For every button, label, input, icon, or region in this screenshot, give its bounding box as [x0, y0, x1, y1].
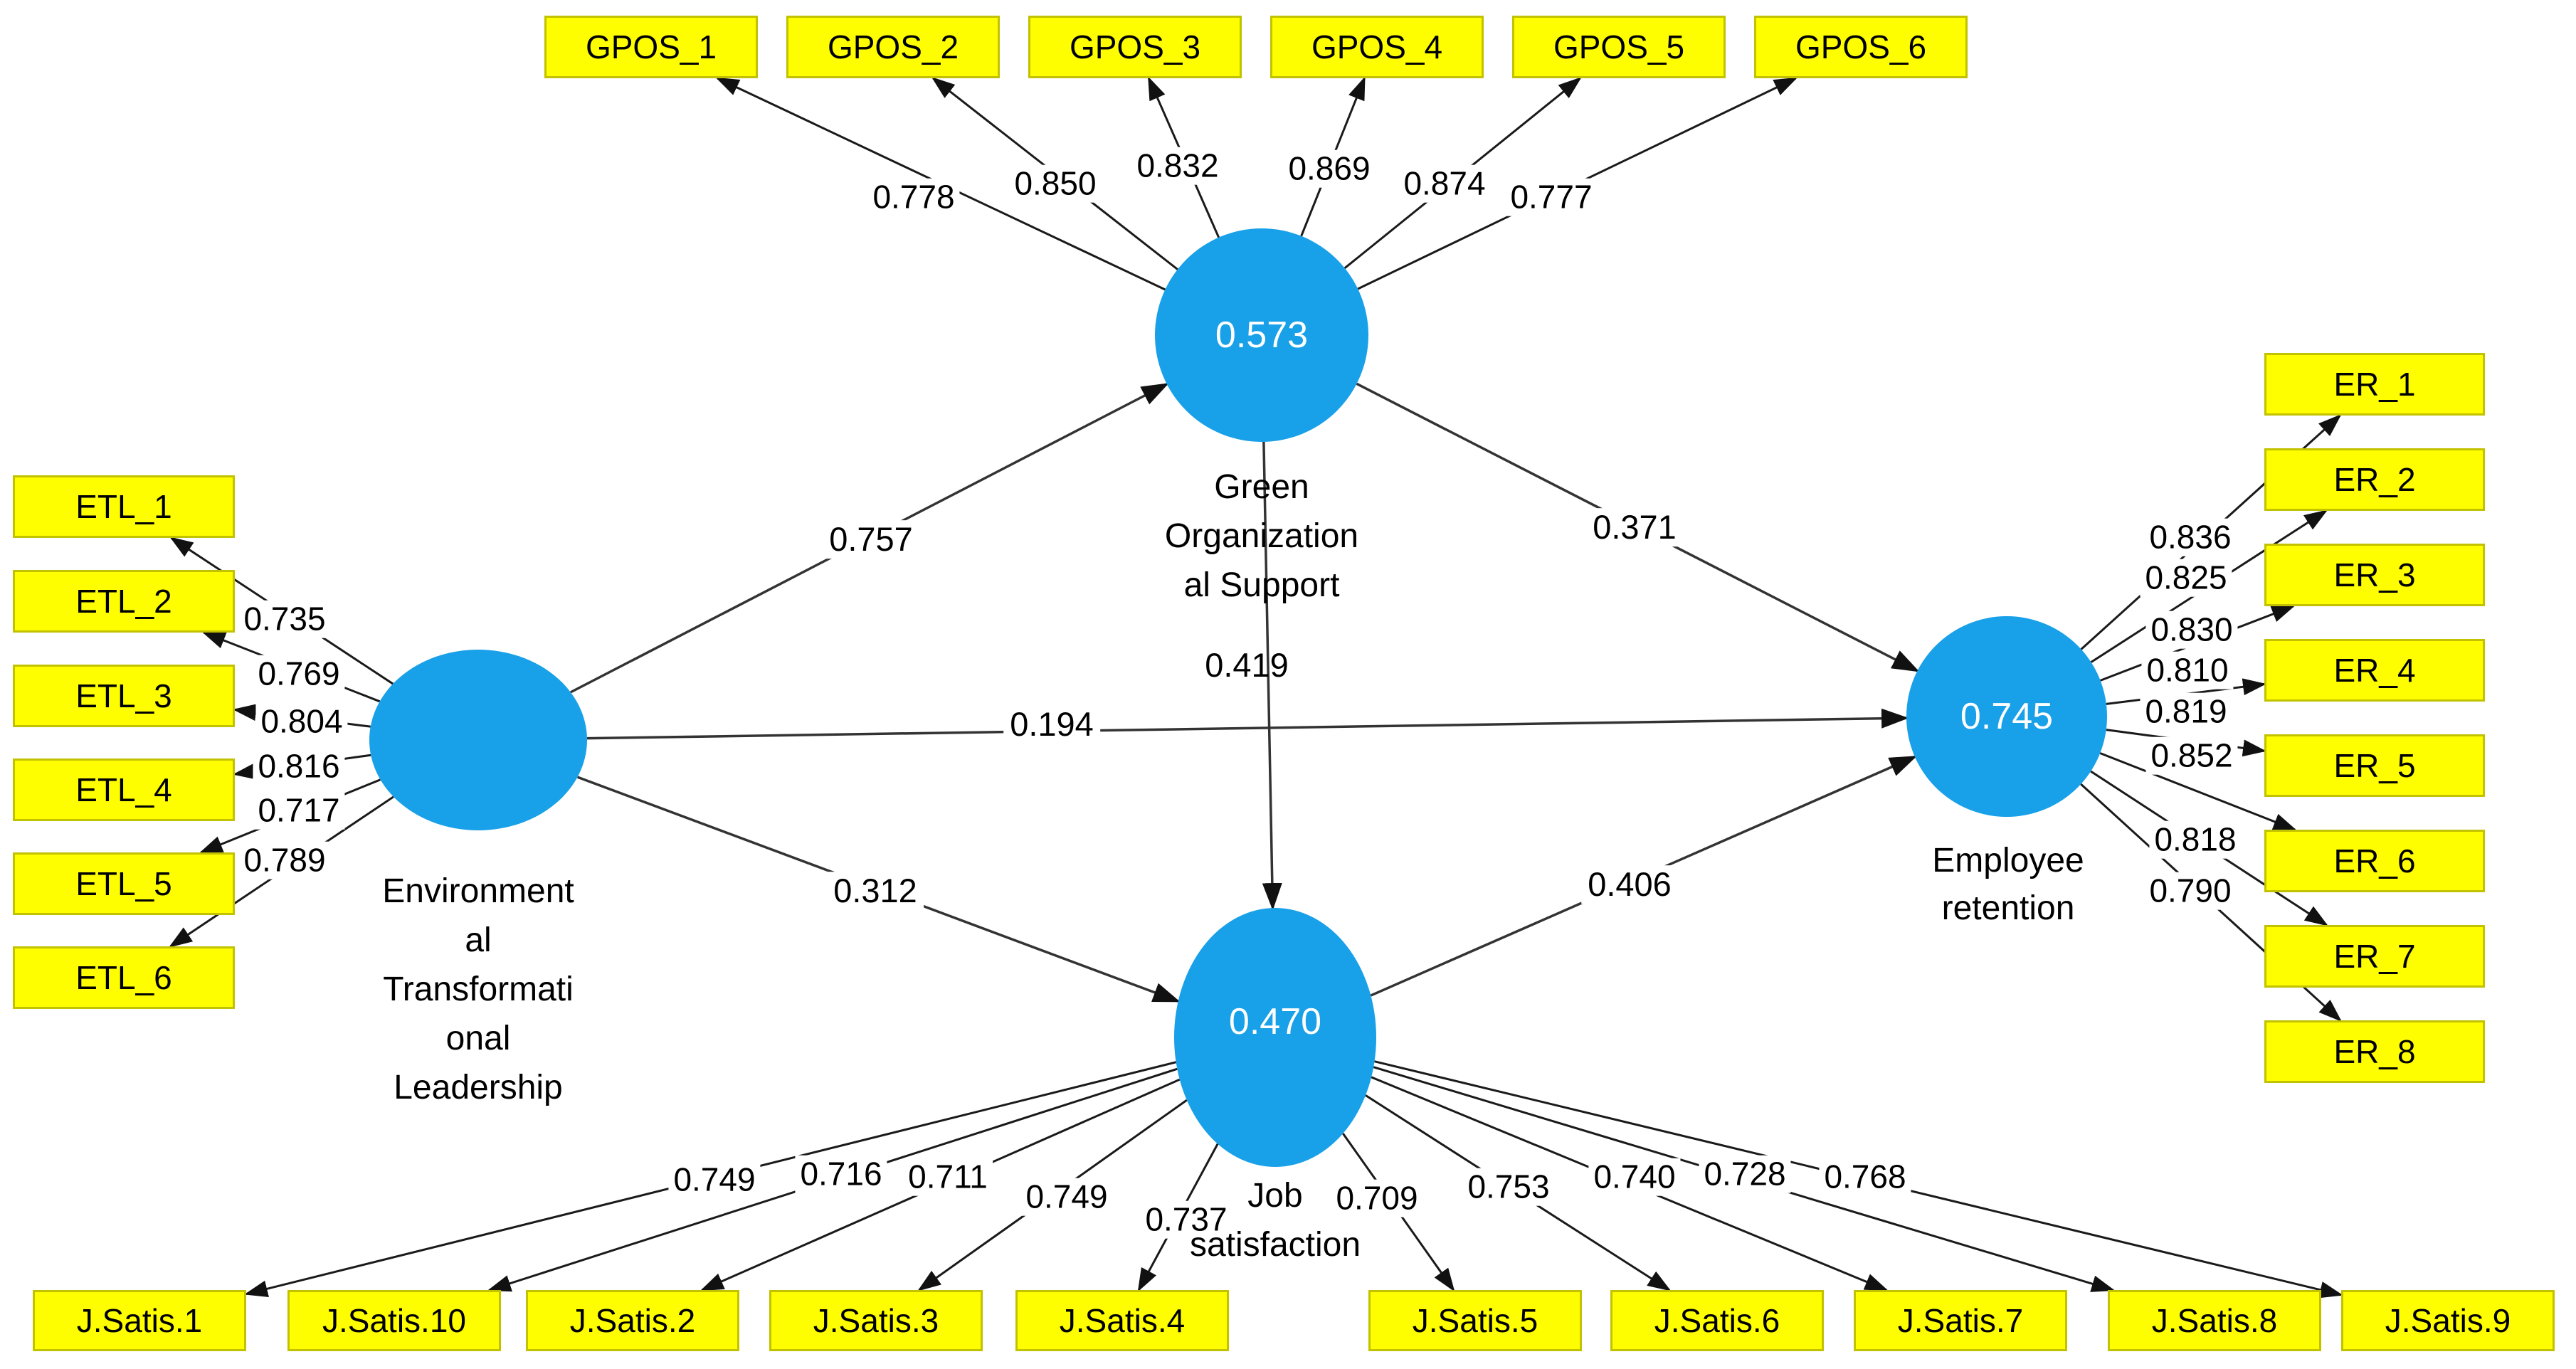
arrow [2099, 752, 2297, 831]
latent-label-line: Transformati [383, 971, 574, 1008]
indicator-box-js-6: J.Satis.6 [1610, 1290, 1824, 1351]
latent-r2-value-er: 0.745 [1960, 696, 2054, 737]
indicator-box-etl-2: ETL_3 [13, 665, 235, 727]
latent-r2-value-gos: 0.573 [1215, 314, 1309, 356]
loading-label-gos-4: 0.874 [1398, 164, 1491, 203]
latent-label-js: Job satisfaction [1190, 1171, 1361, 1269]
latent-node-js: 0.470 [1174, 908, 1376, 1167]
latent-label-line: satisfaction [1189, 1226, 1361, 1264]
loading-label-js-8: 0.728 [1699, 1155, 1791, 1193]
loading-label-etl-2: 0.804 [255, 702, 348, 741]
loading-label-gos-5: 0.777 [1505, 178, 1598, 216]
loading-label-js-1: 0.716 [795, 1155, 887, 1193]
loading-label-etl-5: 0.789 [238, 841, 331, 879]
loading-label-gos-2: 0.832 [1131, 147, 1224, 185]
loading-label-er-5: 0.852 [2145, 736, 2238, 775]
latent-label-line: al [465, 921, 492, 959]
latent-label-er: Employee retention [1932, 837, 2084, 932]
indicator-box-js-8: J.Satis.8 [2108, 1290, 2321, 1351]
path-coefficient-etl-to-gos: 0.757 [823, 520, 919, 559]
path-coefficient-etl-to-js: 0.312 [827, 872, 924, 910]
latent-label-line: Green [1214, 468, 1309, 506]
latent-label-line: onal [445, 1020, 511, 1057]
indicator-box-etl-5: ETL_6 [13, 946, 235, 1009]
indicator-box-er-5: ER_6 [2264, 830, 2485, 892]
latent-label-line: al Support [1183, 566, 1340, 604]
path-coefficient-gos-to-js: 0.419 [1205, 646, 1289, 684]
path-coefficient-js-to-er: 0.406 [1581, 865, 1678, 904]
indicator-box-etl-0: ETL_1 [13, 475, 235, 538]
arrow [586, 708, 1909, 740]
loading-label-js-6: 0.753 [1462, 1168, 1555, 1206]
latent-label-line: Organization [1164, 517, 1359, 555]
indicator-box-js-2: J.Satis.2 [526, 1290, 739, 1351]
indicator-box-etl-1: ETL_2 [13, 570, 235, 633]
latent-r2-value-js: 0.470 [1228, 1001, 1322, 1042]
latent-label-line: Employee [1932, 842, 2084, 879]
indicator-box-er-4: ER_5 [2264, 734, 2485, 797]
latent-label-line: Leadership [394, 1069, 563, 1106]
indicator-box-js-7: J.Satis.7 [1854, 1290, 2067, 1351]
indicator-box-er-7: ER_8 [2264, 1020, 2485, 1083]
indicator-box-js-0: J.Satis.1 [33, 1290, 246, 1351]
indicator-box-js-4: J.Satis.4 [1015, 1290, 1229, 1351]
latent-label-line: Job [1247, 1177, 1303, 1215]
indicator-box-etl-4: ETL_5 [13, 852, 235, 915]
indicator-box-er-2: ER_3 [2264, 544, 2485, 606]
indicator-box-gos-4: GPOS_5 [1512, 16, 1726, 78]
loading-label-er-2: 0.830 [2145, 610, 2238, 649]
loading-label-er-3: 0.810 [2141, 651, 2234, 689]
loading-label-etl-0: 0.735 [238, 600, 331, 638]
indicator-box-gos-3: GPOS_4 [1270, 16, 1484, 78]
loading-label-er-6: 0.818 [2149, 820, 2242, 859]
indicator-box-er-0: ER_1 [2264, 353, 2485, 416]
loading-label-er-4: 0.819 [2140, 692, 2232, 731]
path-coefficient-etl-to-er: 0.194 [1003, 705, 1100, 744]
indicator-box-er-3: ER_4 [2264, 639, 2485, 702]
indicator-box-gos-0: GPOS_1 [544, 16, 758, 78]
latent-node-gos: 0.573 [1155, 228, 1368, 442]
loading-label-js-7: 0.740 [1588, 1158, 1681, 1196]
indicator-box-er-1: ER_2 [2264, 448, 2485, 511]
indicator-box-js-9: J.Satis.9 [2341, 1290, 2555, 1351]
loading-label-etl-4: 0.717 [253, 791, 345, 830]
loading-label-er-0: 0.836 [2144, 518, 2237, 556]
loading-label-js-5: 0.709 [1331, 1179, 1423, 1217]
latent-node-er: 0.745 [1906, 616, 2107, 817]
indicator-box-js-5: J.Satis.5 [1368, 1290, 1582, 1351]
loading-label-js-3: 0.749 [1020, 1178, 1113, 1216]
loading-label-er-1: 0.825 [2140, 559, 2232, 597]
loading-label-gos-0: 0.778 [867, 178, 960, 216]
indicator-box-gos-5: GPOS_6 [1754, 16, 1968, 78]
arrow [1262, 441, 1282, 911]
indicator-box-er-6: ER_7 [2264, 925, 2485, 988]
loading-label-gos-3: 0.869 [1283, 149, 1376, 188]
loading-label-etl-1: 0.769 [253, 655, 345, 693]
loading-label-er-7: 0.790 [2144, 872, 2237, 910]
indicator-box-gos-1: GPOS_2 [786, 16, 1000, 78]
latent-label-line: Environment [382, 872, 574, 910]
indicator-box-etl-3: ETL_4 [13, 758, 235, 821]
loading-label-js-0: 0.749 [668, 1161, 761, 1199]
latent-node-etl [369, 650, 587, 830]
indicator-box-gos-2: GPOS_3 [1028, 16, 1242, 78]
indicator-box-js-3: J.Satis.3 [769, 1290, 983, 1351]
loading-label-js-9: 0.768 [1819, 1158, 1911, 1196]
loading-label-js-2: 0.711 [903, 1158, 993, 1196]
latent-label-line: retention [1941, 889, 2075, 927]
loading-label-etl-3: 0.816 [253, 747, 345, 786]
indicator-box-js-1: J.Satis.10 [287, 1290, 501, 1351]
loading-label-js-4: 0.737 [1140, 1200, 1232, 1239]
loading-label-gos-1: 0.850 [1009, 164, 1102, 203]
path-coefficient-gos-to-er: 0.371 [1586, 508, 1683, 546]
